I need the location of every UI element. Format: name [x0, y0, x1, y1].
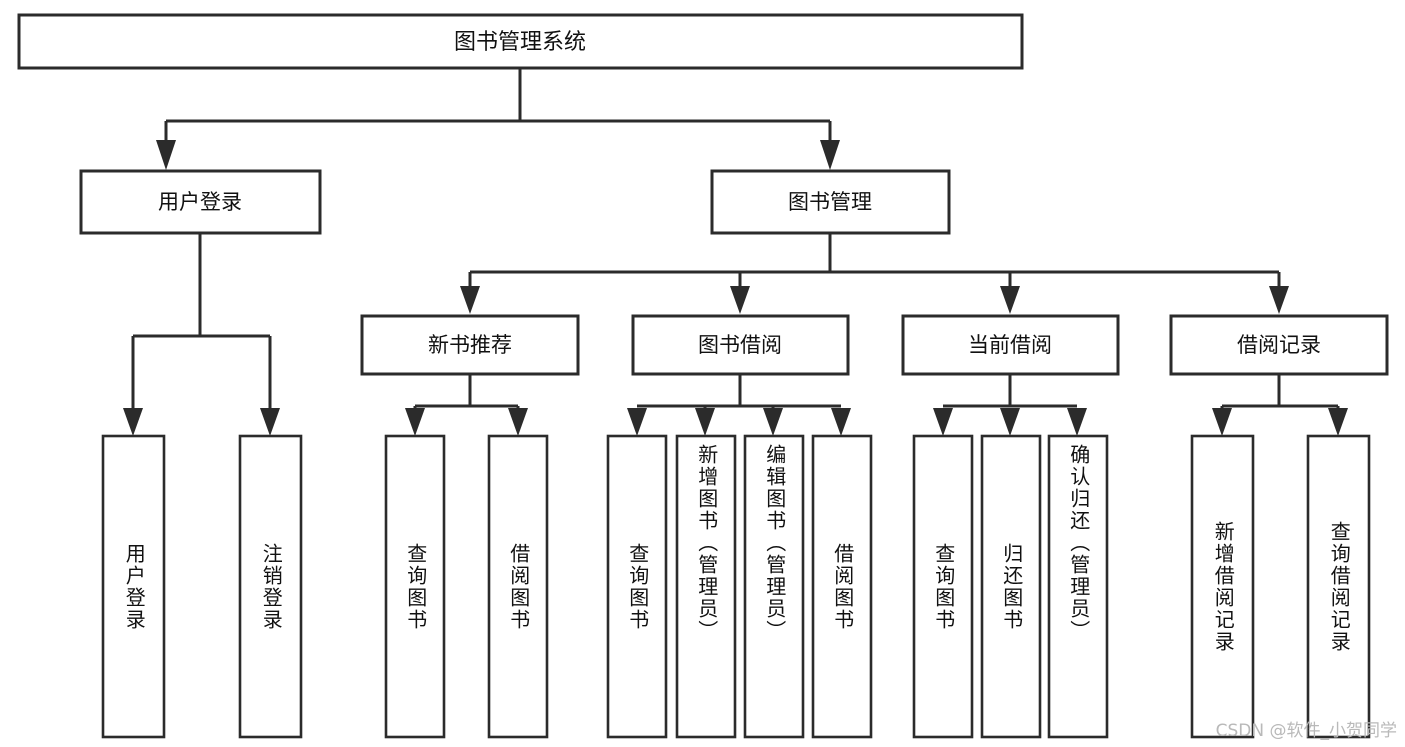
arrow-down-icon: [1000, 408, 1020, 436]
connector-book-borrow-to-leaves: [627, 374, 851, 436]
arrow-down-icon: [933, 408, 953, 436]
leaf-box-add-record[interactable]: [1190, 434, 1255, 739]
arrow-down-icon: [820, 140, 840, 170]
node-borrow-record[interactable]: 借阅记录: [1169, 314, 1389, 376]
leaf-box-add-book[interactable]: [675, 434, 737, 739]
arrow-down-icon: [831, 408, 851, 436]
connector-new-book-recommend-to-leaves: [405, 374, 528, 436]
book-manage-label: 图书管理: [788, 190, 872, 214]
node-root[interactable]: 图书管理系统: [17, 13, 1024, 70]
node-book-borrow[interactable]: 图书借阅: [631, 314, 850, 376]
borrow-record-label: 借阅记录: [1237, 333, 1321, 357]
node-user-login[interactable]: 用户登录: [79, 169, 322, 235]
arrow-down-icon: [1212, 408, 1232, 436]
root-label: 图书管理系统: [454, 30, 586, 55]
arrow-down-icon: [730, 286, 750, 314]
leaf-box-confirm-return[interactable]: [1047, 434, 1109, 739]
connector-user-login-to-leaves: [123, 233, 280, 436]
leaf-box-query-record[interactable]: [1306, 434, 1371, 739]
current-borrow-box[interactable]: [901, 314, 1120, 376]
node-current-borrow[interactable]: 当前借阅: [901, 314, 1120, 376]
arrow-down-icon: [763, 408, 783, 436]
leaf-box-user-logout[interactable]: [238, 434, 303, 739]
arrow-down-icon: [156, 140, 176, 170]
arrow-down-icon: [1000, 286, 1020, 314]
leaf-box-edit-book[interactable]: [743, 434, 805, 739]
arrow-down-icon: [405, 408, 425, 436]
book-borrow-box[interactable]: [631, 314, 850, 376]
leaf-box-borrow-book-1[interactable]: [487, 434, 549, 739]
node-new-book-recommend[interactable]: 新书推荐: [360, 314, 580, 376]
arrow-down-icon: [508, 408, 528, 436]
root-box[interactable]: [17, 13, 1024, 70]
new-book-recommend-box[interactable]: [360, 314, 580, 376]
arrow-down-icon: [695, 408, 715, 436]
node-book-manage[interactable]: 图书管理: [710, 169, 951, 235]
borrow-record-box[interactable]: [1169, 314, 1389, 376]
arrow-down-icon: [260, 408, 280, 436]
current-borrow-label: 当前借阅: [968, 333, 1052, 357]
arrow-down-icon: [627, 408, 647, 436]
arrow-down-icon: [1328, 408, 1348, 436]
leaf-box-query-book-2[interactable]: [606, 434, 668, 739]
leaf-box-return-book[interactable]: [980, 434, 1042, 739]
book-manage-box[interactable]: [710, 169, 951, 235]
leaf-box-query-book-1[interactable]: [384, 434, 446, 739]
user-login-label: 用户登录: [158, 190, 242, 214]
new-book-recommend-label: 新书推荐: [428, 333, 512, 357]
arrow-down-icon: [1067, 408, 1087, 436]
leaf-box-query-book-3[interactable]: [912, 434, 974, 739]
leaf-box-user-login[interactable]: [101, 434, 166, 739]
connector-book-manage-to-level3: [460, 233, 1289, 314]
arrow-down-icon: [460, 286, 480, 314]
arrow-down-icon: [1269, 286, 1289, 314]
connector-current-borrow-to-leaves: [933, 374, 1087, 436]
leaf-box-borrow-book-2[interactable]: [811, 434, 873, 739]
connector-borrow-record-to-leaves: [1212, 374, 1348, 436]
arrow-down-icon: [123, 408, 143, 436]
book-borrow-label: 图书借阅: [698, 333, 782, 357]
connector-root-to-level2: [156, 68, 840, 170]
